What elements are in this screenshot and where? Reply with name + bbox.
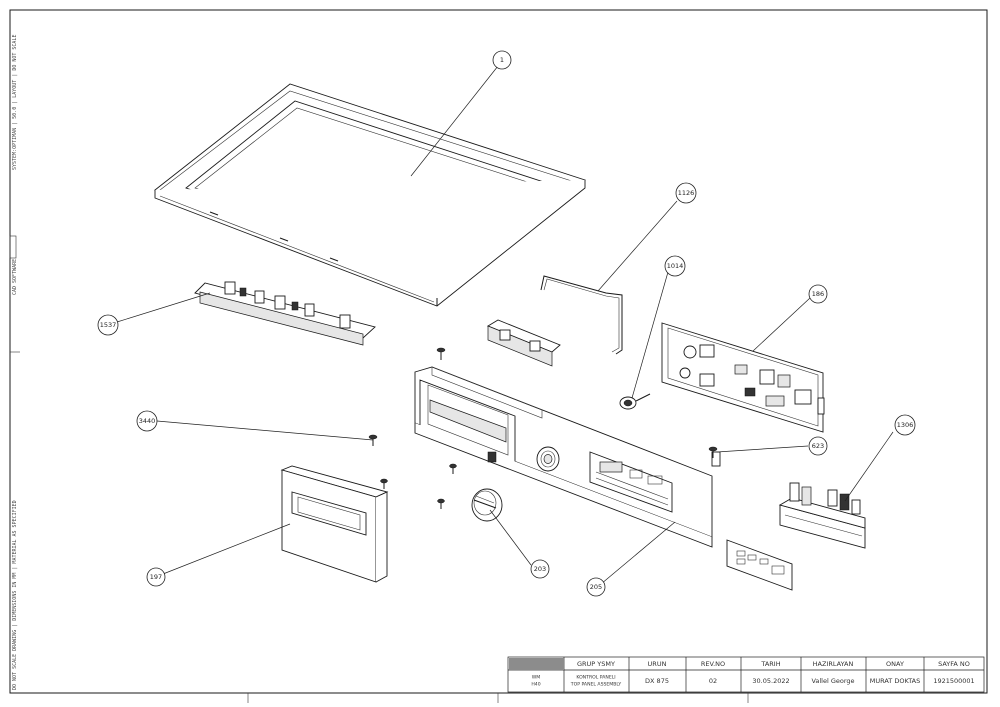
screws xyxy=(368,347,718,509)
revision-value: 02 xyxy=(709,677,717,685)
sheet-border xyxy=(9,9,988,694)
callout-186: 186 xyxy=(808,284,828,304)
callout-3440: 3440 xyxy=(136,410,158,432)
detergent-drawer xyxy=(280,465,389,583)
callout-label: 1537 xyxy=(100,321,117,329)
rear-bracket xyxy=(194,281,376,346)
callout-1126: 1126 xyxy=(675,182,697,204)
callout-label: 186 xyxy=(812,290,824,298)
callout-623: 623 xyxy=(808,436,828,456)
header-approved: ONAY xyxy=(886,660,904,668)
callout-label: 1126 xyxy=(678,189,695,197)
callout-1306: 1306 xyxy=(894,414,916,436)
header-page: SAYFA NO xyxy=(938,660,970,668)
group-name-line1: KONTROL PANELI xyxy=(576,675,615,681)
connector-board xyxy=(778,482,866,549)
header-prepared: HAZIRLAYAN xyxy=(813,660,854,668)
callout-1: 1 xyxy=(492,50,512,70)
header-product: URUN xyxy=(648,660,667,668)
panel-bracket xyxy=(486,319,561,367)
header-revision: REV.NO xyxy=(701,660,725,668)
callout-label: 623 xyxy=(812,442,824,450)
side-text-middle: CAD SOFTWARE xyxy=(12,259,18,295)
callout-197: 197 xyxy=(146,567,166,587)
prepared-by-value: Vallel George xyxy=(811,677,854,685)
row-left-line1: WM xyxy=(532,675,541,681)
callout-1537: 1537 xyxy=(97,314,119,336)
wire-rod xyxy=(540,275,623,355)
screw-lower xyxy=(437,498,445,509)
page-no-value: 1921500001 xyxy=(933,677,974,685)
callout-label: 203 xyxy=(534,565,546,573)
callout-label: 197 xyxy=(150,573,162,581)
sensor-switch xyxy=(619,393,651,410)
screw-right xyxy=(708,446,718,458)
approved-by-value: MURAT DOKTAS xyxy=(870,677,921,685)
group-name-line2: TOP PANEL ASSEMBLY xyxy=(570,682,622,688)
title-block-accent-cell xyxy=(509,658,564,670)
callout-1014: 1014 xyxy=(664,255,686,277)
display-label xyxy=(726,539,793,591)
callout-label: 1306 xyxy=(897,421,914,429)
date-value: 30.05.2022 xyxy=(752,677,789,685)
callout-205: 205 xyxy=(586,577,606,597)
callout-label: 3440 xyxy=(139,417,156,425)
leader-lines xyxy=(116,65,894,585)
top-cover xyxy=(154,83,586,307)
callout-203: 203 xyxy=(530,559,550,579)
product-value: DX 875 xyxy=(645,677,669,685)
program-knob xyxy=(471,488,503,522)
callout-label: 205 xyxy=(590,583,602,591)
callout-label: 1014 xyxy=(667,262,684,270)
screw-left xyxy=(368,434,378,446)
main-control-board xyxy=(661,322,825,433)
side-text-bottom: DO NOT SCALE DRAWING | DIMENSIONS IN MM … xyxy=(12,500,18,690)
screw-top xyxy=(436,347,446,360)
screw-mid xyxy=(449,463,457,474)
screw-drawer xyxy=(380,478,388,489)
row-left-line2: H40 xyxy=(531,682,540,688)
side-text-top: SYSTEM:OPTIMAN | 50.0 | LAYOUT | DO NOT … xyxy=(12,35,18,170)
title-block: GRUP YSMY URUN REV.NO TARIH HAZIRLAYAN O… xyxy=(507,656,985,693)
header-date: TARIH xyxy=(760,660,780,668)
header-group: GRUP YSMY xyxy=(577,660,615,668)
control-panel xyxy=(414,366,721,548)
callout-label: 1 xyxy=(500,56,504,64)
revision-marker xyxy=(9,235,17,259)
